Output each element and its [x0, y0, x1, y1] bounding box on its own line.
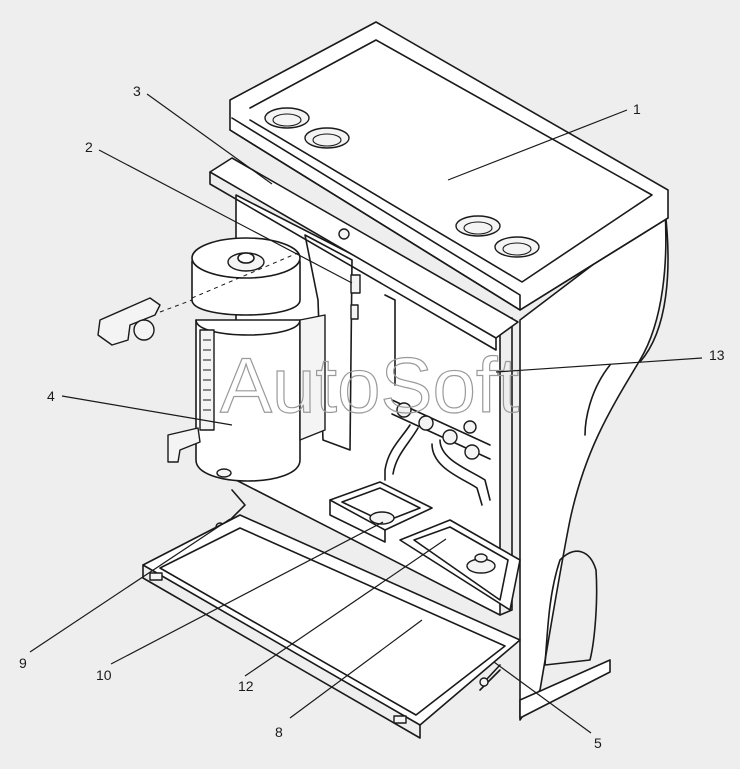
drain-pipe-right — [439, 439, 491, 501]
cabinet-right-wall — [519, 209, 667, 721]
leader-9 — [29, 518, 231, 653]
leader-5 — [493, 661, 592, 734]
leader-13 — [495, 357, 703, 373]
door-panel — [142, 514, 521, 726]
shelf-bolt-icon — [338, 228, 350, 240]
callout-1: 1 — [633, 101, 641, 117]
callout-12: 12 — [238, 678, 254, 694]
leader-8 — [289, 619, 423, 719]
shelf-panel — [209, 157, 519, 339]
callout-9: 9 — [19, 655, 27, 671]
connector-bottom — [350, 304, 359, 320]
drain-pipe-left — [384, 424, 411, 481]
leader-1 — [447, 109, 628, 181]
cabinet-side-recess — [544, 550, 598, 666]
leader-3 — [146, 93, 273, 185]
top-tray-cups — [264, 107, 540, 258]
leader-10 — [110, 521, 384, 665]
leader-4 — [61, 395, 233, 426]
sink-large — [399, 519, 521, 611]
callout-3: 3 — [133, 83, 141, 99]
callout-13: 13 — [709, 347, 725, 363]
callout-10: 10 — [96, 667, 112, 683]
water-tank — [191, 237, 326, 482]
leader-12 — [244, 538, 447, 677]
callout-8: 8 — [275, 724, 283, 740]
callout-2: 2 — [85, 139, 93, 155]
tap-handle-icon — [133, 319, 155, 341]
cabinet-right-edge — [639, 209, 669, 363]
cabinet-side-curve — [584, 364, 611, 436]
top-tray-rim — [249, 39, 653, 283]
door-latch-left — [149, 572, 163, 581]
callout-4: 4 — [47, 388, 55, 404]
cabinet-plinth — [519, 659, 611, 719]
tank-tap — [167, 427, 201, 463]
door-latch-right — [393, 715, 407, 724]
leader-2 — [98, 149, 353, 284]
watermark-text: AutoSoft — [220, 341, 520, 429]
interior-partition — [304, 234, 353, 451]
valve-row — [391, 399, 491, 460]
sink-small — [329, 481, 433, 531]
callout-5: 5 — [594, 735, 602, 751]
sink-drain-icon — [369, 511, 395, 525]
connector-top — [350, 274, 361, 294]
separate-tap — [97, 297, 161, 346]
